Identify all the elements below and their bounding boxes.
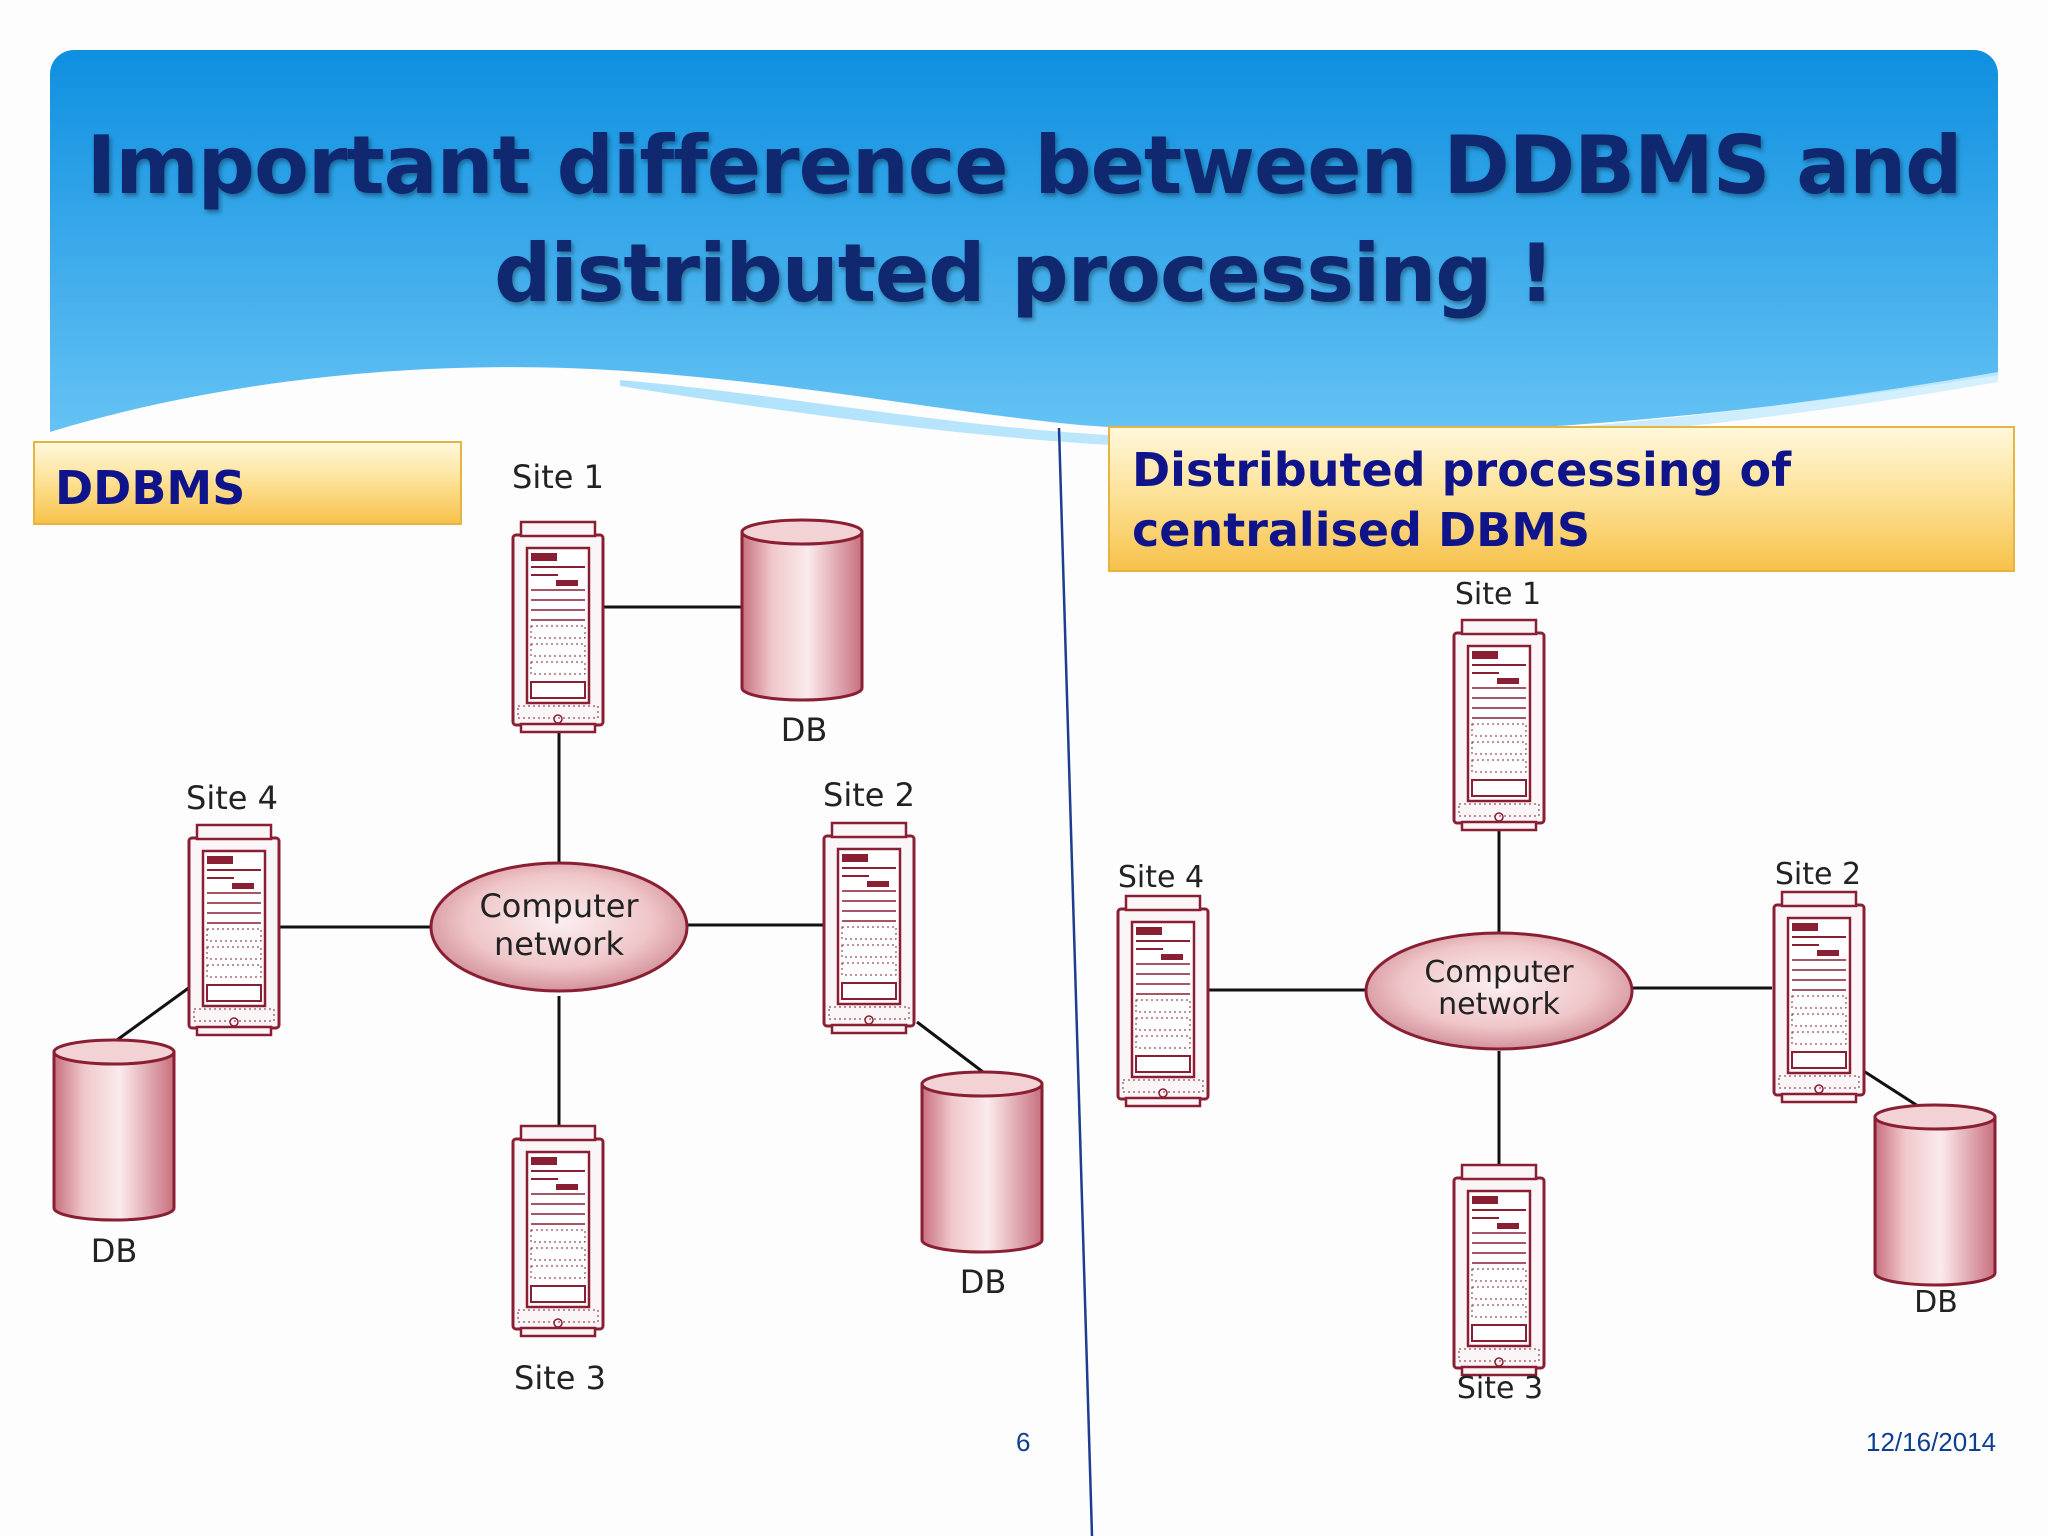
right-site3-label: Site 3 — [1457, 1371, 1543, 1406]
right-db-cylinder-icon — [1873, 1103, 1997, 1287]
left-site1-label: Site 1 — [512, 458, 604, 496]
left-db1-label: DB — [781, 711, 828, 749]
page-number: 6 — [1016, 1427, 1031, 1457]
left-site1-server-icon — [511, 520, 605, 734]
left-db2-label: DB — [960, 1263, 1007, 1301]
left-db1-cylinder-icon — [740, 518, 864, 702]
left-link-db4 — [116, 985, 191, 1042]
left-db4-label: DB — [91, 1232, 138, 1270]
ddbms-heading-box: DDBMS — [33, 441, 462, 525]
right-network-ellipse: Computer network — [1364, 931, 1634, 1051]
left-network-label-1: Computer — [479, 887, 639, 925]
right-site4-label: Site 4 — [1118, 860, 1204, 895]
right-db-label: DB — [1914, 1285, 1958, 1320]
left-site3-server-icon — [511, 1124, 605, 1338]
right-site3-server-icon — [1452, 1163, 1546, 1377]
left-site2-server-icon — [822, 821, 916, 1035]
panel-divider — [1057, 427, 1094, 1536]
left-site4-server-icon — [187, 823, 281, 1037]
right-site2-label: Site 2 — [1775, 857, 1861, 892]
ddbms-heading: DDBMS — [55, 461, 246, 515]
distributed-processing-heading-box: Distributed processing of centralised DB… — [1108, 426, 2015, 572]
slide-date: 12/16/2014 — [1866, 1427, 1997, 1457]
right-site1-label: Site 1 — [1455, 577, 1541, 612]
right-site4-server-icon — [1116, 894, 1210, 1108]
left-network-ellipse: Computer network — [429, 861, 689, 993]
left-db2-cylinder-icon — [920, 1070, 1044, 1254]
distributed-processing-heading-line-1: Distributed processing of — [1132, 443, 1792, 497]
header-band — [50, 50, 2000, 520]
left-diagram: Computer network Site 1 Site 2 Site 3 Si… — [52, 458, 1044, 1397]
right-site2-server-icon — [1772, 890, 1866, 1104]
right-diagram: Computer network Site 1 Site 2 Site 3 Si… — [1116, 577, 1997, 1406]
right-network-label-2: network — [1438, 987, 1560, 1022]
left-site4-label: Site 4 — [186, 779, 278, 817]
distributed-processing-heading-line-2: centralised DBMS — [1132, 503, 1591, 557]
left-db4-cylinder-icon — [52, 1038, 176, 1222]
left-link-db2 — [916, 1020, 984, 1074]
right-site1-server-icon — [1452, 618, 1546, 832]
left-site3-label: Site 3 — [514, 1359, 606, 1397]
right-network-label-1: Computer — [1424, 955, 1574, 990]
left-network-label-2: network — [494, 925, 624, 963]
left-site2-label: Site 2 — [823, 776, 915, 814]
